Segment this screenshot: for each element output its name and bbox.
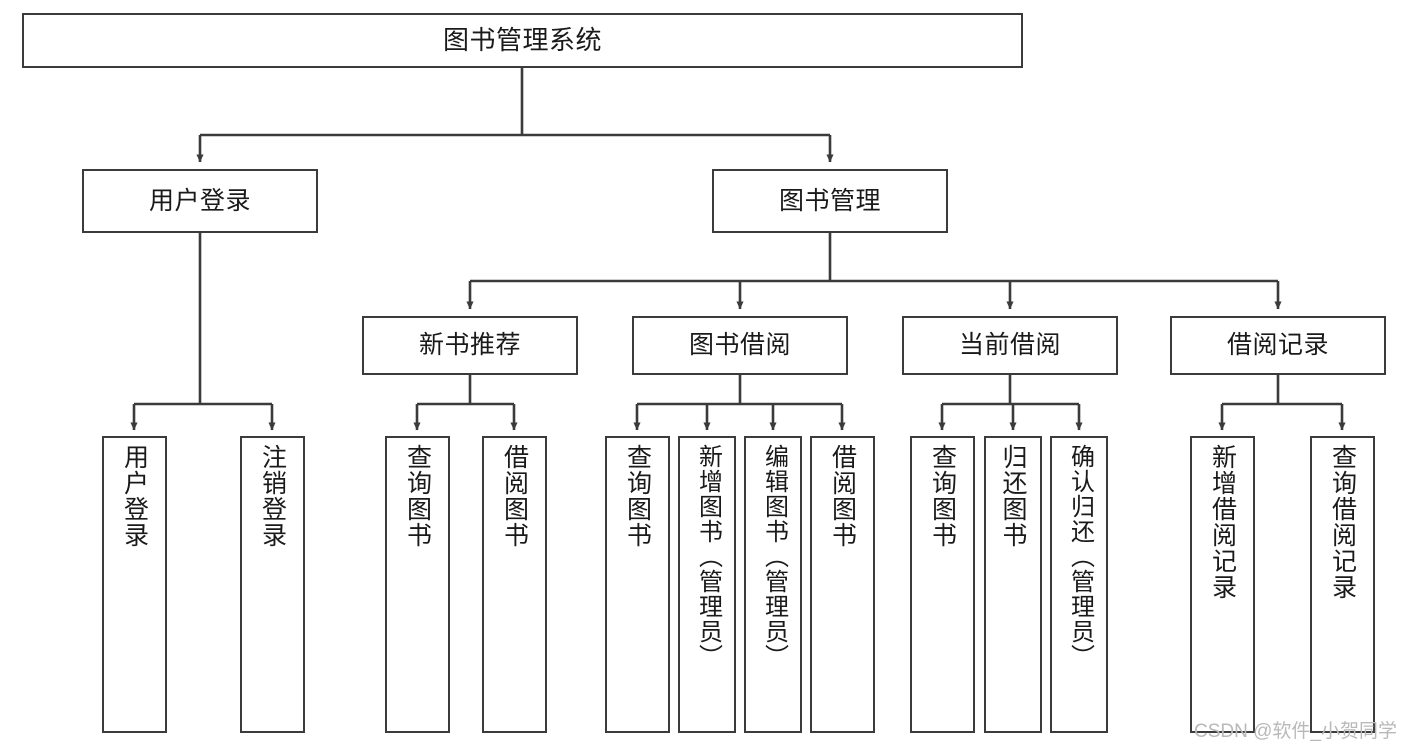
node-leaf-return-book[interactable]: 归还图书 [984, 436, 1042, 733]
node-label: 用户登录 [120, 444, 149, 548]
node-label: 查询图书 [928, 444, 957, 548]
node-label: 查询图书 [403, 444, 432, 548]
node-leaf-confirm-return-admin[interactable]: 确认归还（管理员） [1050, 436, 1108, 733]
node-label: 确认归还（管理员） [1066, 444, 1094, 669]
node-label: 用户登录 [148, 186, 251, 215]
node-label: 新书推荐 [418, 331, 521, 360]
node-label: 归还图书 [999, 444, 1027, 548]
node-label: 借阅图书 [828, 444, 857, 548]
node-leaf-add-book-admin[interactable]: 新增图书（管理员） [678, 436, 736, 733]
node-label: 图书管理 [778, 186, 881, 215]
node-leaf-query-borrow-record[interactable]: 查询借阅记录 [1310, 436, 1375, 733]
node-new-book-recommend[interactable]: 新书推荐 [362, 316, 578, 375]
node-leaf-user-login[interactable]: 用户登录 [102, 436, 167, 733]
node-label: 图书管理系统 [442, 24, 602, 55]
node-current-borrow[interactable]: 当前借阅 [902, 316, 1118, 375]
node-label: 查询借阅记录 [1328, 444, 1357, 600]
node-book-borrow[interactable]: 图书借阅 [632, 316, 848, 375]
watermark-text: CSDN @软件_小贺同学 [1194, 721, 1397, 742]
node-label: 借阅记录 [1226, 331, 1329, 360]
node-leaf-borrow-book-borrow[interactable]: 借阅图书 [810, 436, 875, 733]
node-book-manage[interactable]: 图书管理 [712, 169, 948, 233]
node-label: 图书借阅 [688, 331, 791, 360]
node-label: 借阅图书 [500, 444, 529, 548]
node-borrow-record[interactable]: 借阅记录 [1170, 316, 1386, 375]
node-leaf-edit-book-admin[interactable]: 编辑图书（管理员） [744, 436, 802, 733]
node-label: 新增图书（管理员） [694, 444, 722, 669]
node-leaf-query-book-current[interactable]: 查询图书 [910, 436, 975, 733]
node-leaf-borrow-book-recommend[interactable]: 借阅图书 [482, 436, 547, 733]
node-label: 注销登录 [258, 444, 287, 548]
node-root-system[interactable]: 图书管理系统 [22, 13, 1023, 68]
node-leaf-logout-login[interactable]: 注销登录 [240, 436, 305, 733]
node-user-login[interactable]: 用户登录 [82, 169, 318, 233]
node-leaf-query-book-recommend[interactable]: 查询图书 [385, 436, 450, 733]
node-label: 查询图书 [623, 444, 652, 548]
node-label: 编辑图书（管理员） [760, 444, 788, 669]
node-label: 当前借阅 [958, 331, 1061, 360]
node-leaf-add-borrow-record[interactable]: 新增借阅记录 [1190, 436, 1255, 733]
node-leaf-query-book-borrow[interactable]: 查询图书 [605, 436, 670, 733]
node-label: 新增借阅记录 [1208, 444, 1237, 600]
